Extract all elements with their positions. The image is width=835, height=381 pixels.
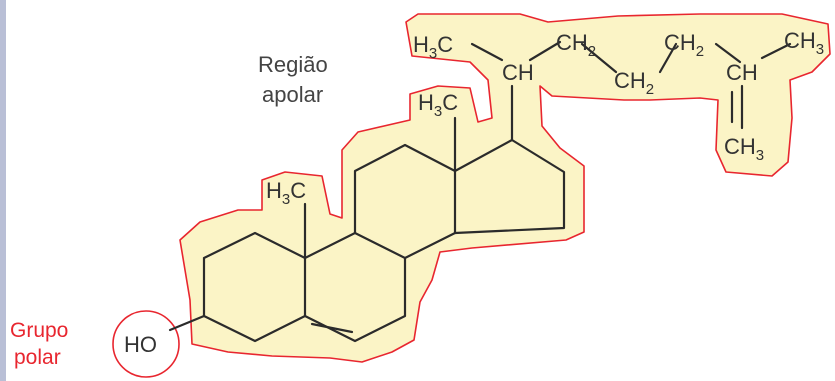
- atom-labels: H3C CH CH2 CH2 CH2 CH CH3 CH3 H3C H3C HO: [124, 28, 824, 357]
- polar-group-circle: [112, 310, 180, 378]
- label-ch2-top-1: CH2: [556, 30, 596, 60]
- label-ch2-top-2: CH2: [664, 30, 704, 60]
- label-regiao: Região: [258, 52, 328, 77]
- label-apolar: apolar: [262, 82, 323, 107]
- nonpolar-region-highlight: [179, 13, 831, 363]
- label-h3c-top-left: H3C: [413, 32, 453, 62]
- label-ch3-right: CH3: [784, 28, 824, 58]
- left-edge-bar: [0, 0, 6, 381]
- label-methyl-a: H3C: [266, 178, 306, 208]
- region-labels: Região apolar Grupo polar: [10, 52, 328, 369]
- label-ch-1: CH: [502, 60, 534, 85]
- label-ch3-bottom: CH3: [724, 134, 764, 164]
- label-methyl-c: H3C: [418, 90, 458, 120]
- label-polar: polar: [14, 346, 61, 369]
- label-grupo: Grupo: [10, 319, 68, 342]
- label-hydroxyl: HO: [124, 332, 157, 357]
- label-ch-2: CH: [726, 60, 758, 85]
- label-ch2-bottom: CH2: [614, 68, 654, 98]
- ring-skeleton: [168, 40, 792, 343]
